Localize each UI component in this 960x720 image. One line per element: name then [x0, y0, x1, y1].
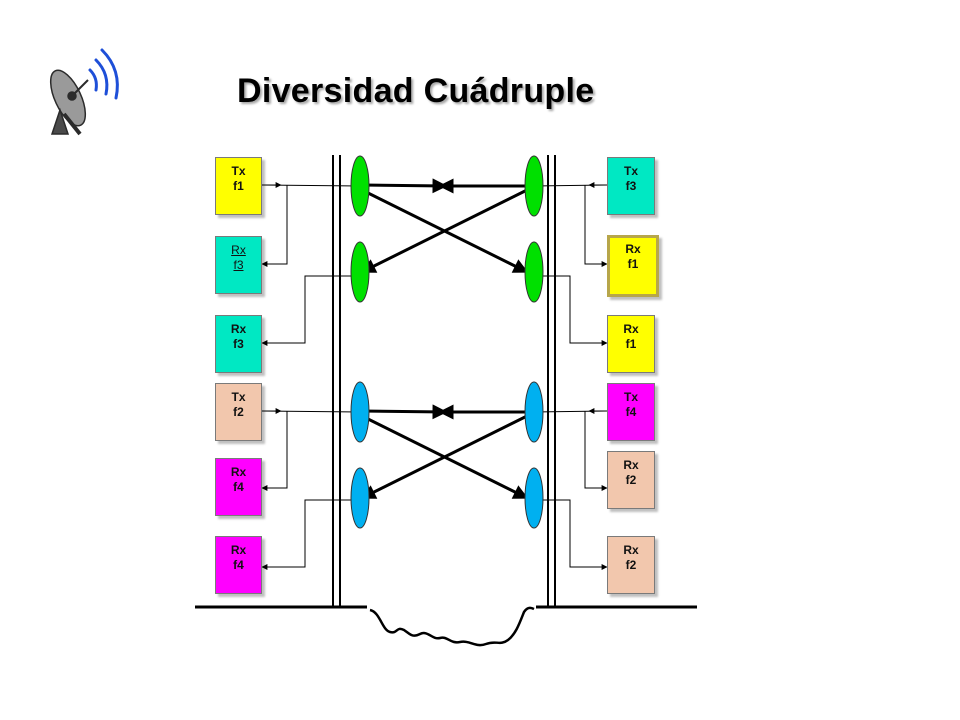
- terrain-profile: [369, 606, 535, 647]
- satellite-dish-icon: [49, 48, 119, 136]
- antenna-right-lower-1: [524, 381, 544, 443]
- tower-left: [332, 155, 341, 607]
- antenna-right-upper-2: [524, 241, 544, 303]
- antenna-right-upper-1: [524, 155, 544, 217]
- antenna-left-lower-1: [350, 381, 370, 443]
- left-feeders: [261, 182, 361, 570]
- right-feeders: [532, 182, 608, 570]
- slide-title: Diversidad Cuádruple: [237, 72, 595, 110]
- radio-paths-upper: [360, 178, 529, 274]
- tower-right: [547, 155, 556, 607]
- antenna-left-lower-2: [350, 467, 370, 529]
- antenna-left-upper-1: [350, 155, 370, 217]
- antenna-right-lower-2: [524, 467, 544, 529]
- antenna-left-upper-2: [350, 241, 370, 303]
- radio-paths-lower: [360, 404, 529, 500]
